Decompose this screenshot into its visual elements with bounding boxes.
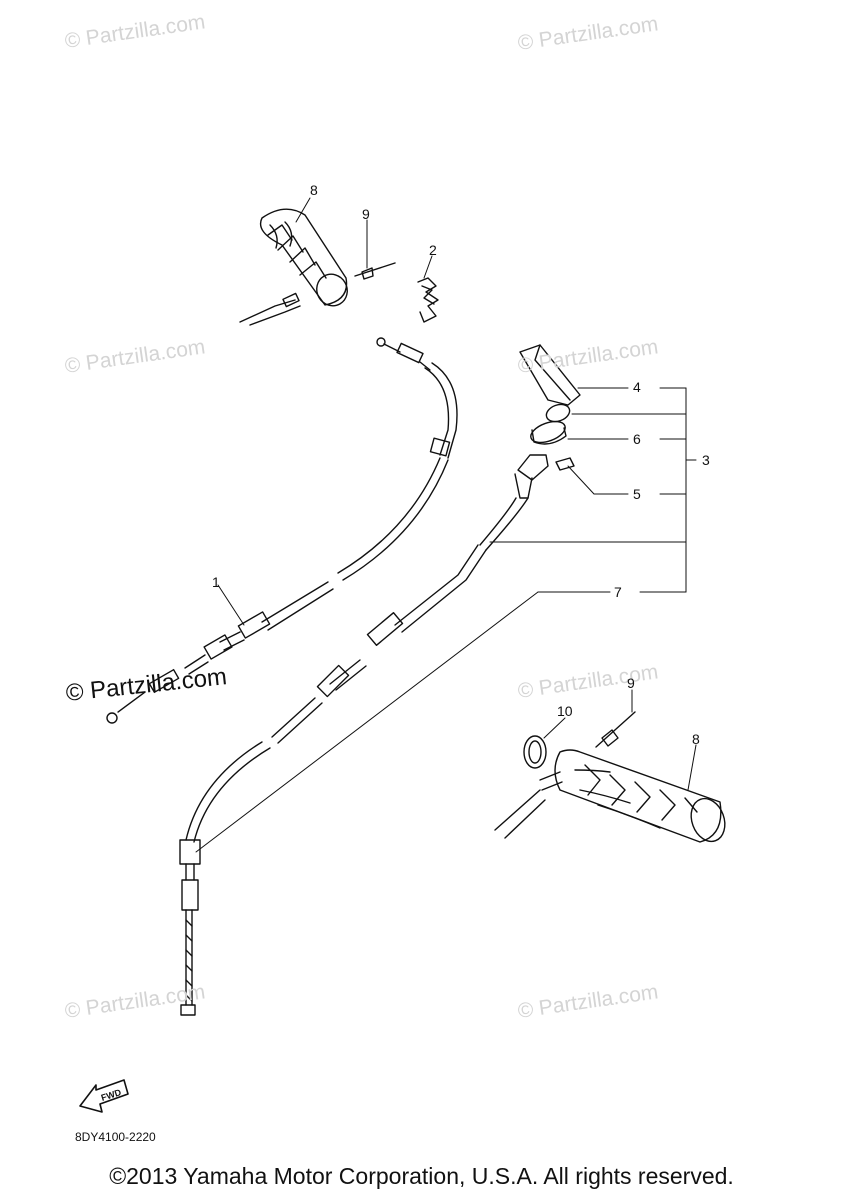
throttle-assembly bbox=[479, 344, 581, 551]
callout-9-lower: 9 bbox=[627, 675, 635, 691]
callout-4: 4 bbox=[633, 379, 641, 395]
long-cable bbox=[179, 544, 487, 1016]
clip bbox=[417, 277, 439, 323]
leader-lines bbox=[195, 197, 697, 853]
callout-7: 7 bbox=[614, 584, 622, 600]
callout-8-top: 8 bbox=[310, 182, 318, 198]
callout-6: 6 bbox=[633, 431, 641, 447]
left-grip bbox=[239, 208, 348, 326]
ring bbox=[523, 735, 547, 769]
callout-3: 3 bbox=[702, 452, 710, 468]
diagram-code: 8DY4100-2220 bbox=[75, 1130, 156, 1144]
callout-2: 2 bbox=[429, 242, 437, 258]
callout-5: 5 bbox=[633, 486, 641, 502]
pin-top bbox=[354, 262, 396, 280]
right-grip bbox=[494, 749, 726, 843]
throttle-cable bbox=[106, 337, 458, 724]
callout-8-lower: 8 bbox=[692, 731, 700, 747]
pin-lower bbox=[595, 711, 636, 748]
fwd-arrow-icon bbox=[79, 1079, 129, 1113]
copyright-notice: ©2013 Yamaha Motor Corporation, U.S.A. A… bbox=[109, 1163, 734, 1189]
callout-1: 1 bbox=[212, 574, 220, 590]
callout-9-top: 9 bbox=[362, 206, 370, 222]
callout-10: 10 bbox=[557, 703, 573, 719]
